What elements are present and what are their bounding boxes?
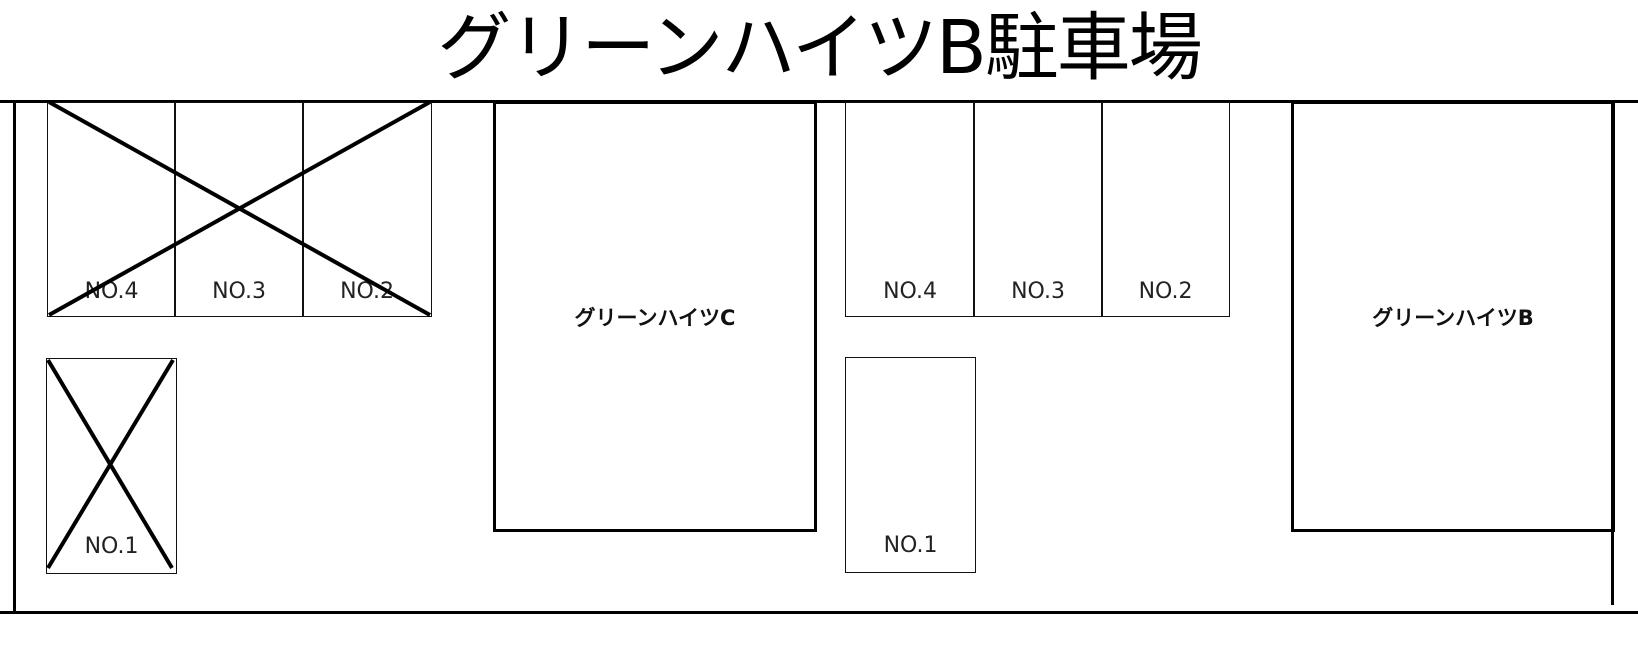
stall-label: NO.2 (340, 279, 394, 304)
left-stall-no1[interactable]: NO.1 (46, 358, 177, 574)
boundary-bottom (0, 611, 1638, 614)
stall-label: NO.3 (1011, 279, 1065, 304)
left-stall-no3[interactable]: NO.3 (174, 102, 304, 317)
stall-label: NO.1 (883, 533, 938, 558)
boundary-left (13, 100, 16, 614)
left-stall-no4[interactable]: NO.4 (47, 102, 176, 317)
building-label: グリーンハイツC (574, 306, 736, 330)
building-green-heights-c: グリーンハイツC (493, 101, 817, 532)
left-stall-no2[interactable]: NO.2 (302, 102, 432, 317)
boundary-top (0, 100, 1638, 103)
stall-label: NO.1 (84, 534, 139, 559)
right-stall-no1[interactable]: NO.1 (845, 357, 976, 573)
building-label: グリーンハイツB (1372, 306, 1534, 330)
right-stall-no2[interactable]: NO.2 (1101, 102, 1230, 317)
building-green-heights-b: グリーンハイツB (1291, 101, 1615, 532)
stall-label: NO.4 (883, 279, 937, 304)
page-title: グリーンハイツB駐車場 (437, 5, 1203, 91)
right-stall-no3[interactable]: NO.3 (973, 102, 1103, 317)
right-stall-no4[interactable]: NO.4 (845, 102, 975, 317)
stall-label: NO.4 (84, 279, 139, 304)
stall-label: NO.2 (1138, 279, 1193, 304)
stall-label: NO.3 (212, 279, 266, 304)
